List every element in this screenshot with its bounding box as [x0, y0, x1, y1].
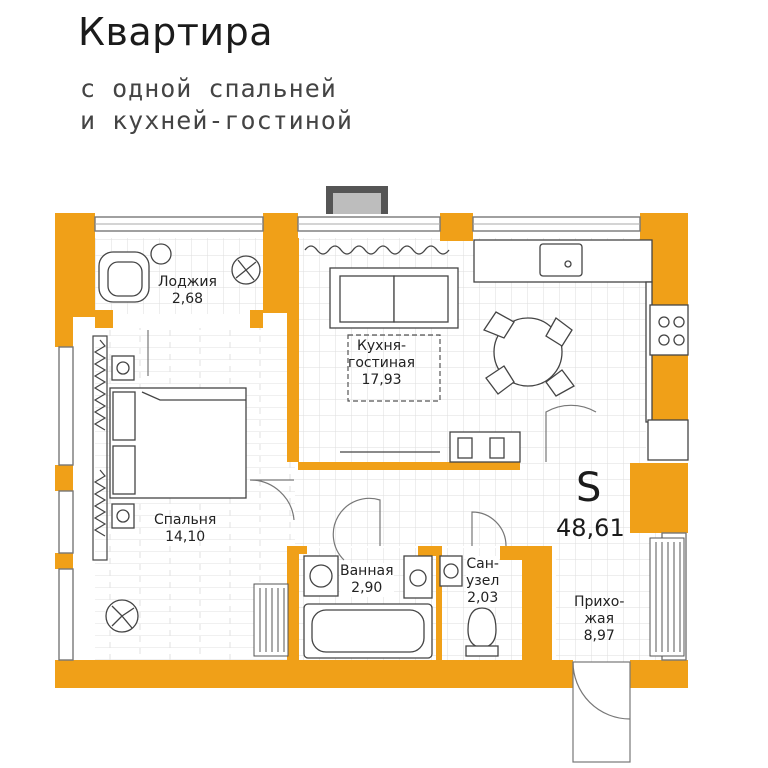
tv-cabinet — [340, 431, 521, 463]
kitchen-area: 17,93 — [361, 372, 402, 388]
dining-table — [483, 311, 575, 397]
bathroom-area: 2,90 — [351, 580, 383, 596]
corridor-door-arc — [249, 479, 295, 521]
wc-name-1: Сан- — [466, 556, 499, 572]
kitchen-floor-lower — [520, 420, 646, 470]
wc-door-arc — [471, 511, 507, 547]
bedroom-area: 14,10 — [165, 529, 206, 545]
bedroom-plant — [105, 599, 139, 633]
hall-area: 8,97 — [583, 628, 615, 644]
total-area: 48,61 — [556, 514, 625, 542]
loggia-chair — [98, 243, 172, 303]
kitchen-counter — [473, 239, 689, 461]
sofa — [304, 245, 459, 329]
hall-radiator — [649, 537, 685, 657]
bedroom-name: Спальня — [154, 512, 217, 528]
bed — [109, 355, 247, 529]
loggia-area: 2,68 — [171, 291, 204, 307]
bathroom-fixtures — [303, 555, 433, 659]
kitchen-name-1: Кухня- — [356, 338, 407, 354]
subtitle-line-1: с одной спальней — [80, 74, 337, 103]
wc-name-2: узел — [466, 573, 500, 589]
loggia-plant — [231, 255, 261, 285]
wc-area: 2,03 — [467, 590, 499, 606]
hall-name-1: Прихо- — [574, 594, 625, 610]
room-label-hall: Прихо- жая 8,97 — [574, 594, 624, 645]
room-label-bedroom: Спальня 14,10 — [154, 512, 216, 546]
subtitle-line-2: и кухней-гостиной — [80, 106, 353, 135]
area-symbol: S — [576, 465, 602, 511]
room-label-wc: Сан- узел 2,03 — [466, 556, 500, 607]
loggia-name: Лоджия — [158, 274, 217, 290]
bathroom-door-arc — [332, 497, 381, 561]
wc-fixtures — [439, 555, 499, 657]
hall-name-2: жая — [584, 611, 615, 627]
wardrobe — [92, 335, 108, 561]
radiator-bedroom — [253, 583, 289, 657]
room-label-loggia: Лоджия 2,68 — [158, 274, 217, 308]
room-label-kitchen: Кухня- гостиная 17,93 — [348, 338, 415, 389]
kitchen-door-arc — [545, 404, 597, 462]
room-label-bathroom: Ванная 2,90 — [340, 563, 394, 597]
bathroom-name: Ванная — [340, 563, 394, 579]
rug — [347, 334, 441, 402]
page-title: Квартира — [78, 10, 274, 54]
kitchen-name-2: гостиная — [348, 355, 416, 371]
